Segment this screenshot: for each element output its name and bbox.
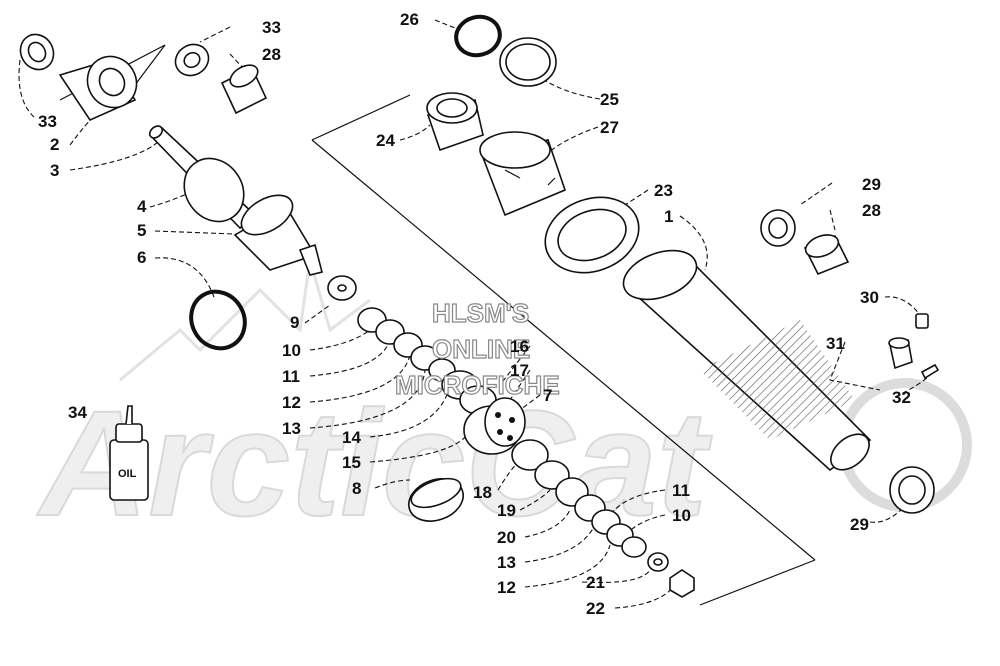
reservoir-cap-24 [426, 92, 484, 152]
callout-19: 19 [497, 501, 516, 520]
watermark-line-1: HLSM'S [432, 298, 529, 328]
callout-12-lower: 12 [497, 578, 516, 597]
bushing-29-bottom [889, 466, 935, 514]
callout-6: 6 [137, 248, 146, 267]
callout-17: 17 [510, 361, 529, 380]
callout-7: 7 [543, 386, 552, 405]
valve-cap-30 [915, 313, 929, 329]
valve-core-31 [888, 337, 913, 370]
callout-5: 5 [137, 221, 146, 240]
sleeve-28-top [220, 64, 268, 115]
callout-28-right: 28 [862, 201, 881, 220]
callout-26: 26 [400, 10, 419, 29]
callout-3: 3 [50, 161, 59, 180]
callout-33-left: 33 [38, 112, 57, 131]
callout-31: 31 [826, 334, 845, 353]
callout-13-upper: 13 [282, 419, 301, 438]
callout-2: 2 [50, 135, 59, 154]
callout-32: 32 [892, 388, 911, 407]
callout-25: 25 [600, 90, 619, 109]
watermark-logo-text: ArcticCat [36, 379, 713, 547]
callout-34: 34 [68, 403, 87, 422]
callout-8: 8 [352, 479, 361, 498]
callout-22: 22 [586, 599, 605, 618]
callout-20: 20 [497, 528, 516, 547]
callout-24: 24 [376, 131, 395, 150]
o-ring-6 [189, 289, 247, 351]
watermark-line-3: MICROFICHE [395, 370, 560, 400]
callout-10-lower: 10 [672, 506, 691, 525]
bumper-4 [183, 157, 245, 223]
oil-bottle-34: OIL [109, 405, 149, 501]
callout-15: 15 [342, 453, 361, 472]
spring-seat-23 [544, 196, 640, 274]
callout-16: 16 [510, 337, 529, 356]
piston-7 [463, 397, 526, 455]
shock-body-1 [622, 249, 872, 472]
callout-labels: 33 28 33 2 3 4 5 6 9 10 11 12 13 14 15 8… [38, 10, 911, 618]
washer-stack-lower [511, 439, 695, 598]
bladder-27 [479, 131, 566, 217]
callout-14: 14 [342, 428, 361, 447]
ring-25 [499, 37, 557, 87]
watermark-logo: ArcticCat [35, 259, 972, 548]
sleeve-28-right [803, 234, 850, 276]
microfiche-watermark: HLSM'S ONLINE MICROFICHE [394, 297, 560, 400]
callout-21: 21 [586, 573, 605, 592]
callout-30: 30 [860, 288, 879, 307]
callout-12-upper: 12 [282, 393, 301, 412]
washer-stack-upper [327, 275, 497, 415]
watermark-line-2: ONLINE [432, 334, 530, 364]
callout-11-upper: 11 [282, 367, 300, 386]
callout-27: 27 [600, 118, 619, 137]
callout-29-top: 29 [862, 175, 881, 194]
callout-13-lower: 13 [497, 553, 516, 572]
eyelet-2 [58, 55, 138, 122]
callout-33-top: 33 [262, 18, 281, 37]
shaft-body-5 [233, 194, 323, 276]
callout-29-bottom: 29 [850, 515, 869, 534]
seal-8 [408, 477, 464, 522]
callout-1: 1 [664, 207, 673, 226]
oil-bottle-label: OIL [118, 468, 137, 480]
callout-23: 23 [654, 181, 673, 200]
callout-11-lower: 11 [672, 481, 690, 500]
parts: OIL [19, 14, 940, 598]
callout-9: 9 [290, 313, 299, 332]
callout-18: 18 [473, 483, 492, 502]
bushing-33-top [174, 43, 210, 77]
callout-28-top: 28 [262, 45, 281, 64]
bushing-33-left [19, 33, 55, 71]
callout-10-upper: 10 [282, 341, 301, 360]
bushing-29-top [760, 209, 796, 247]
callout-4: 4 [137, 197, 147, 216]
o-ring-26 [454, 14, 502, 58]
valve-pin-32 [920, 363, 940, 380]
